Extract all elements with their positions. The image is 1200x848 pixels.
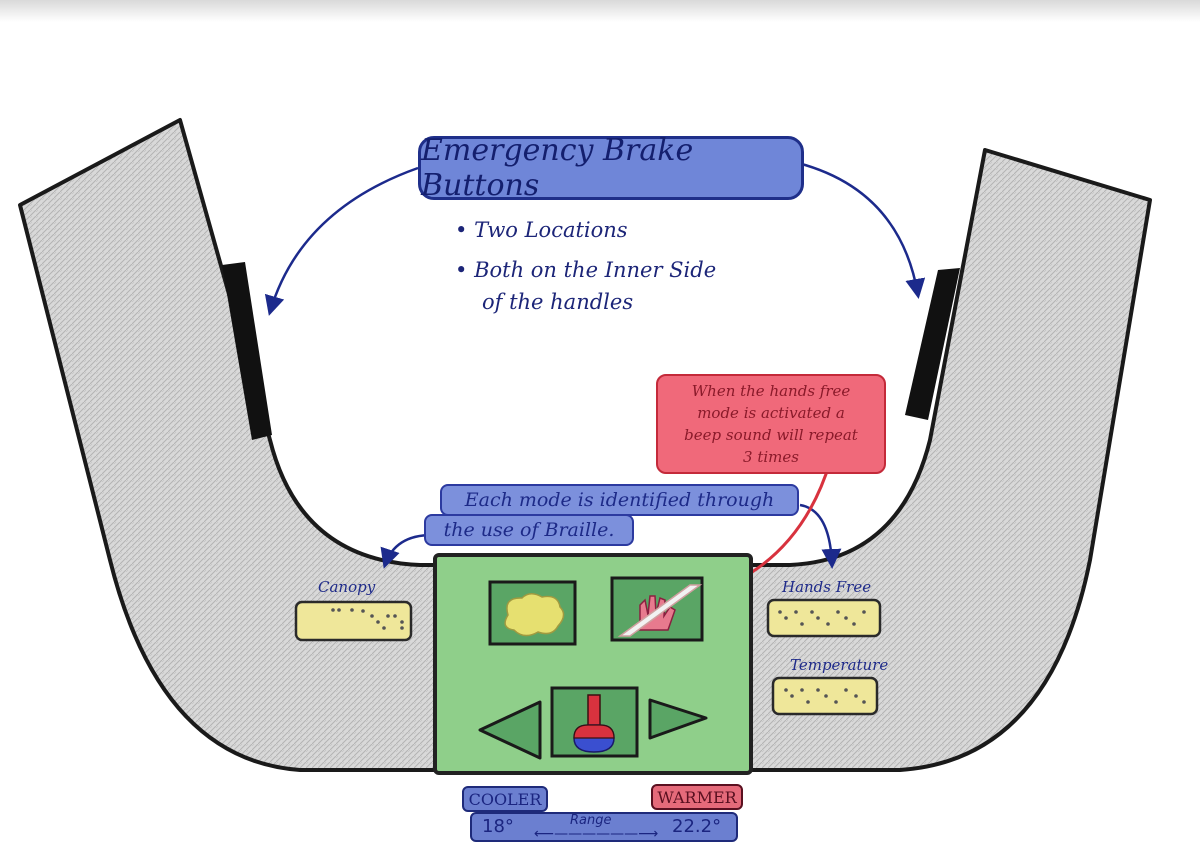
hands-free-note-line2: mode is activated a bbox=[697, 404, 845, 422]
temperature-range-bar: 18° Range ⟵——————⟶ 22.2° bbox=[470, 812, 738, 842]
hands-free-note-line3: beep sound will repeat bbox=[684, 426, 858, 444]
hands-free-label: Hands Free bbox=[782, 578, 872, 596]
hands-free-braille-dots bbox=[778, 610, 866, 626]
temperature-braille-dots bbox=[784, 688, 866, 704]
canopy-label: Canopy bbox=[318, 578, 376, 596]
range-max: 22.2° bbox=[672, 816, 722, 837]
left-brake-button[interactable] bbox=[222, 262, 272, 440]
note-bullet-2-line2: of the handles bbox=[482, 290, 634, 314]
hands-free-braille-plate bbox=[766, 598, 882, 638]
page-header-shadow bbox=[0, 0, 1200, 22]
cloud-icon bbox=[504, 593, 565, 637]
canopy-braille-plate bbox=[294, 600, 413, 642]
note-bullet-1-text: Two Locations bbox=[474, 218, 628, 242]
thermometer-bulb-top bbox=[573, 724, 615, 739]
arrow-to-hands-free bbox=[799, 503, 842, 569]
note-bullet-2: • Both on the Inner Side bbox=[455, 258, 717, 282]
hands-free-beep-note: When the hands free mode is activated a … bbox=[656, 374, 886, 474]
cooler-button[interactable]: COOLER bbox=[462, 786, 548, 812]
hand-crossed-icon bbox=[617, 584, 703, 637]
range-arrow-icon: ⟵——————⟶ bbox=[534, 826, 659, 842]
right-brake-button[interactable] bbox=[905, 268, 960, 420]
mode-note-line2: the use of Braille. bbox=[424, 514, 634, 546]
range-label: Range bbox=[570, 813, 612, 828]
note-bullet-2-line1: Both on the Inner Side bbox=[474, 258, 717, 282]
arrow-right-icon[interactable] bbox=[648, 698, 708, 740]
hands-free-note-line4: 3 times bbox=[743, 448, 799, 466]
arrow-to-right-brake bbox=[797, 161, 926, 299]
canopy-braille-dots bbox=[331, 608, 404, 630]
arrow-left-icon[interactable] bbox=[478, 700, 542, 760]
arrow-to-left-brake bbox=[264, 166, 419, 316]
range-min: 18° bbox=[482, 816, 514, 837]
hands-free-note-line1: When the hands free bbox=[691, 382, 851, 400]
temperature-label: Temperature bbox=[790, 656, 889, 674]
mode-note-line1: Each mode is identified through bbox=[440, 484, 799, 516]
note-bullet-1: • Two Locations bbox=[455, 218, 628, 242]
warmer-button[interactable]: WARMER bbox=[651, 784, 743, 810]
emergency-brake-title: Emergency Brake Buttons bbox=[418, 133, 804, 203]
